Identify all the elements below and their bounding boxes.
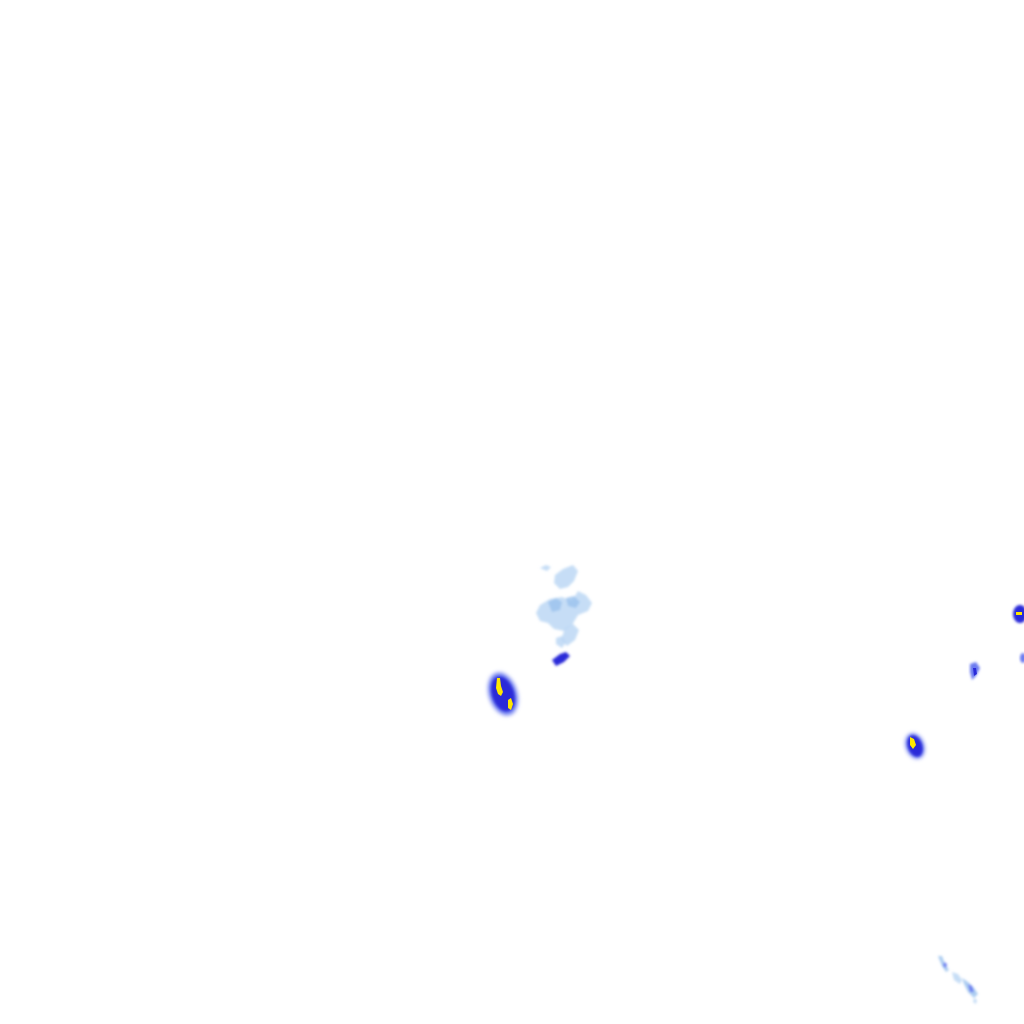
light-rain-cluster-center (536, 565, 592, 648)
storm-cell-far-east (970, 605, 1024, 680)
storm-cell-east (905, 733, 925, 759)
light-rain-southeast (938, 956, 978, 1004)
moderate-echo-center-tail (552, 652, 570, 666)
storm-cell-center (488, 672, 518, 716)
